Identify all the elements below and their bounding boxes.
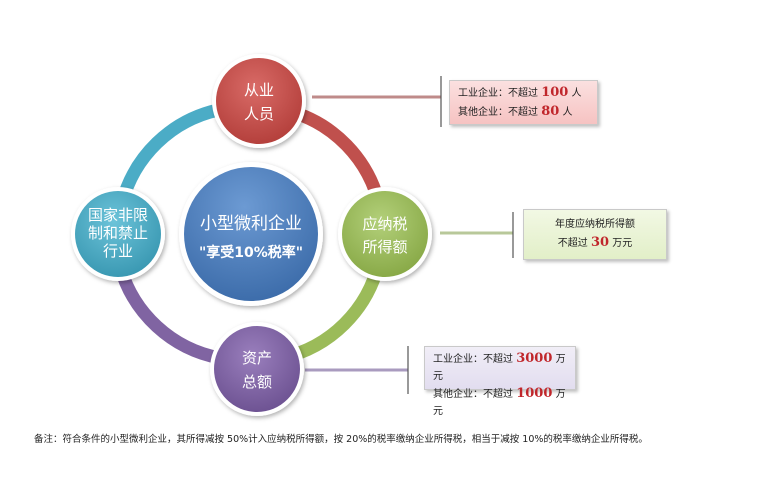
center-subtitle: "享受10%税率" xyxy=(199,244,303,261)
node-industry-label-2: 制和禁止 xyxy=(88,224,148,242)
center-circle: 小型微利企业 "享受10%税率" xyxy=(179,162,323,306)
node-taxable-income: 应纳税 所得额 xyxy=(338,187,432,281)
assets-limit-industrial: 工业企业：不超过 3000 万元 xyxy=(433,350,567,385)
taxable-income-value: 30 xyxy=(590,235,610,250)
taxable-income-limit-row: 不超过 30 万元 xyxy=(532,234,658,253)
assets-other-unit: 万元 xyxy=(433,389,566,417)
assets-limit-box: 工业企业：不超过 3000 万元 其他企业：不超过 1000 万元 xyxy=(424,346,576,417)
center-title: 小型微利企业 xyxy=(200,214,302,234)
employees-other-unit: 人 xyxy=(562,107,573,118)
employees-industrial-unit: 人 xyxy=(571,88,582,99)
employees-industrial-text: 工业企业：不超过 xyxy=(458,88,538,99)
ring-arc-industry-people xyxy=(115,103,220,205)
employees-industrial-value: 100 xyxy=(541,85,569,100)
employees-other-text: 其他企业：不超过 xyxy=(458,107,538,118)
node-industry-label-1: 国家非限 xyxy=(88,206,148,224)
taxable-income-limit-title: 年度应纳税所得额 xyxy=(555,219,635,230)
employees-limit-industrial: 工业企业：不超过 100 人 xyxy=(458,84,589,103)
employees-other-value: 80 xyxy=(541,104,560,119)
node-total-assets: 资产 总额 xyxy=(210,322,304,416)
node-industry: 国家非限 制和禁止 行业 xyxy=(71,187,165,281)
taxable-income-text: 不超过 xyxy=(557,238,588,249)
node-taxable-income-label-1: 应纳税 xyxy=(362,215,407,233)
employees-limit-box: 工业企业：不超过 100 人 其他企业：不超过 80 人 xyxy=(449,80,598,125)
node-industry-label-3: 行业 xyxy=(103,242,133,260)
node-total-assets-label-1: 资产 xyxy=(242,349,272,367)
assets-industrial-text: 工业企业：不超过 xyxy=(433,354,513,365)
node-total-assets-label-2: 总额 xyxy=(242,373,272,391)
connectors xyxy=(305,76,514,394)
assets-industrial-unit: 万元 xyxy=(433,354,566,382)
assets-other-text: 其他企业：不超过 xyxy=(433,389,513,400)
node-employees-label-1: 从业 xyxy=(244,81,274,99)
employees-limit-other: 其他企业：不超过 80 人 xyxy=(458,103,589,122)
taxable-income-unit: 万元 xyxy=(612,238,633,249)
footnote: 备注：符合条件的小型微利企业，其所得减按 50%计入应纳税所得额，按 20%的税… xyxy=(34,434,648,445)
assets-limit-other: 其他企业：不超过 1000 万元 xyxy=(433,385,567,420)
node-taxable-income-label-2: 所得额 xyxy=(362,238,407,256)
node-employees: 从业 人员 xyxy=(212,54,306,148)
node-employees-label-2: 人员 xyxy=(244,105,274,123)
taxable-income-limit-box: 年度应纳税所得额 不超过 30 万元 xyxy=(523,209,667,260)
assets-other-value: 1000 xyxy=(516,386,553,401)
assets-industrial-value: 3000 xyxy=(516,351,553,366)
ring-arc-assets-industry xyxy=(113,264,222,365)
